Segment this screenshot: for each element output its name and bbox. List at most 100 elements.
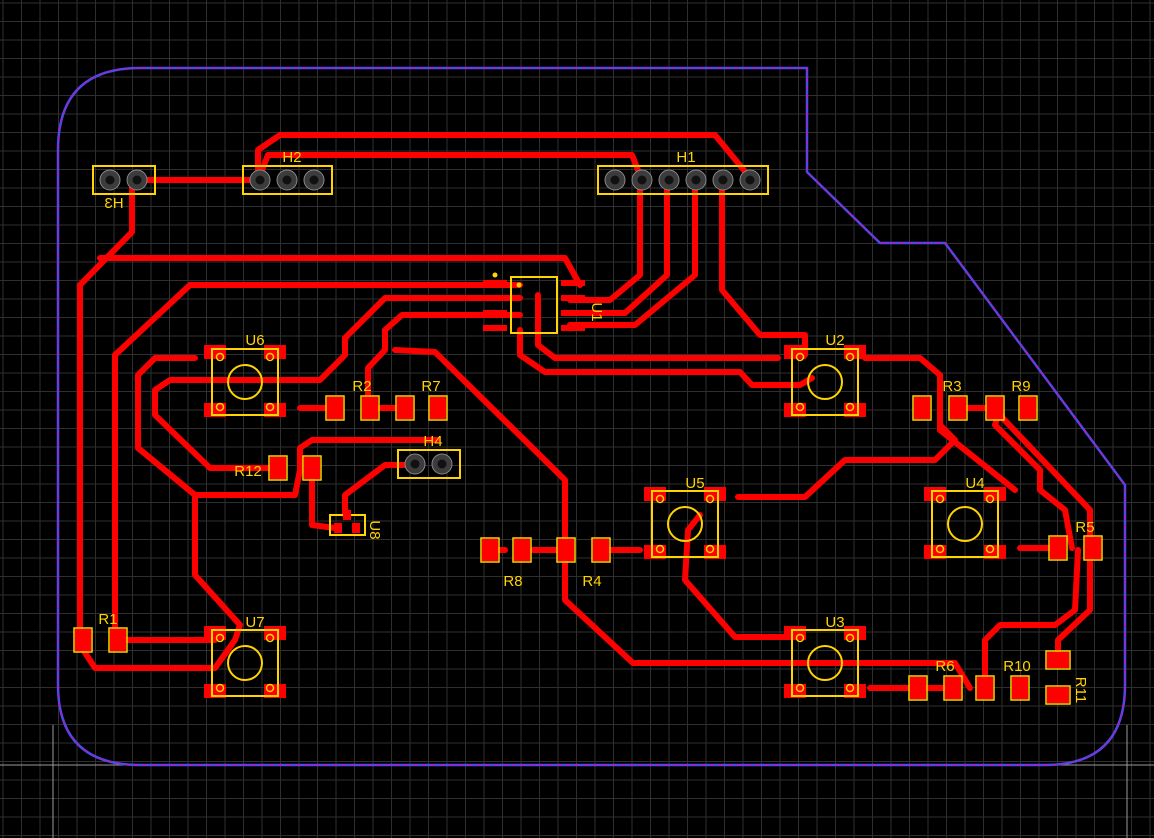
switch-corner [265,683,275,693]
smd-pad [844,626,866,640]
label-u2: U2 [825,332,844,349]
smd-pad [593,539,609,561]
resistor-r3[interactable] [912,395,968,421]
label-r7: R7 [421,378,440,395]
smd-pad [977,677,993,699]
pad-outline [908,675,928,701]
resistor-r8[interactable] [480,537,532,563]
resistor-r12[interactable] [268,455,322,481]
label-r12: R12 [234,463,262,480]
pin-hole [610,175,620,185]
pad-outline [302,455,322,481]
label-r3: R3 [942,378,961,395]
pad-outline [1018,395,1038,421]
smd-pad [924,545,946,559]
pad-outline [1048,535,1068,561]
switch-u2[interactable] [784,345,866,417]
smd-pad [264,345,286,359]
switch-u7[interactable] [204,626,286,698]
pin-hole [664,175,674,185]
switch-outline [931,490,999,558]
smd-pad [784,403,806,417]
pad-outline [1045,685,1071,705]
pin-hole [309,175,319,185]
smd-pad [110,629,126,651]
pad-outline [360,395,380,421]
label-u1: U1 [588,302,605,321]
smd-pad [1085,537,1101,559]
switch-u6[interactable] [204,345,286,417]
ic-pad [483,295,507,301]
switch-corner [705,544,715,554]
label-h2: H2 [282,149,301,166]
pad-outline [943,675,963,701]
smd-pad [704,545,726,559]
ic-pad [483,325,507,331]
pad-outline [428,395,448,421]
switch-corner [265,352,275,362]
smd-pad [950,397,966,419]
ic-u1[interactable] [483,272,585,334]
smd-pad [204,626,226,640]
switch-corner [655,494,665,504]
resistor-r10[interactable] [975,675,1030,701]
transistor-u8[interactable] [329,510,366,536]
pad-outline [1083,535,1103,561]
label-h1: H1 [676,149,695,166]
pin-hole [691,175,701,185]
smd-pad [1050,537,1066,559]
switch-corner [845,402,855,412]
switch-u5[interactable] [644,487,726,559]
header-h3[interactable] [92,165,156,195]
header-outline [242,165,333,195]
ic-pad [561,310,585,316]
resistor-r6[interactable] [908,675,963,701]
resistor-r7[interactable] [395,395,448,421]
resistor-r5[interactable] [1048,535,1103,561]
switch-corner [795,352,805,362]
switch-outline [651,490,719,558]
switch-corner [655,544,665,554]
switch-corner [215,402,225,412]
smd-pad [644,487,666,501]
resistor-r4[interactable] [556,537,611,563]
header-h1[interactable] [597,165,769,195]
switch-corner [845,352,855,362]
pad-outline [108,627,128,653]
switch-corner [845,683,855,693]
resistor-r9[interactable] [985,395,1038,421]
switch-u3[interactable] [784,626,866,698]
ic-pad [483,310,507,316]
label-u4: U4 [965,475,984,492]
switch-outline [791,348,859,416]
smd-pad [204,403,226,417]
switch-corner [935,494,945,504]
label-r8: R8 [503,573,522,590]
label-r4: R4 [582,573,601,590]
pin-hole [718,175,728,185]
smd-pad [784,345,806,359]
u8-pad [334,523,342,533]
label-u8: U8 [366,520,383,539]
resistor-r1[interactable] [73,627,128,653]
pin1-marker [516,282,522,288]
pad-outline [395,395,415,421]
smd-pad [1020,397,1036,419]
smd-pad [270,457,286,479]
header-h2[interactable] [242,165,333,195]
resistor-r2[interactable] [325,395,380,421]
pad-outline [1045,650,1071,670]
resistor-r11[interactable] [1045,650,1071,705]
pad-outline [985,395,1005,421]
u8-pad [343,510,351,520]
pad-outline [591,537,611,563]
smd-pad [204,684,226,698]
header-h4[interactable] [397,449,461,479]
switch-u4[interactable] [924,487,1006,559]
label-u5: U5 [685,475,704,492]
switch-corner [795,402,805,412]
smd-pad [945,677,961,699]
